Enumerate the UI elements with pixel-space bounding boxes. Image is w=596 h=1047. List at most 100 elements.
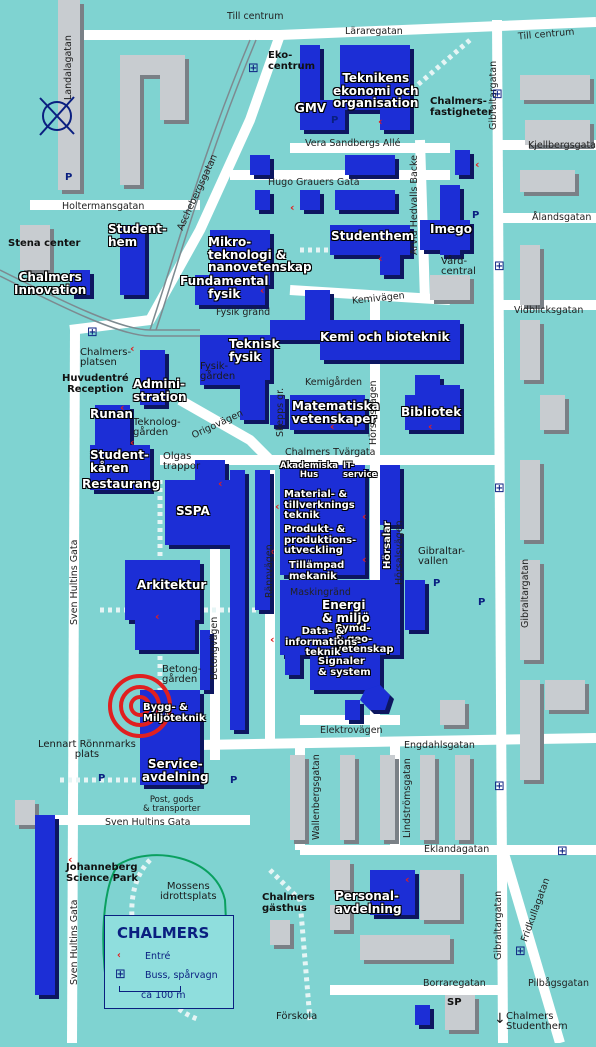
svg-text:‹: ‹ [405,873,410,886]
street-pilbagsgatan: Pilbågsgatan [528,978,590,989]
parking-marker: P [331,115,339,126]
building-restaurang[interactable]: Restaurang [82,477,161,491]
street-skepps-gr: Skepps gr. [275,387,286,437]
entrance-markers: ‹ ‹ ‹ ‹ ‹ ‹ ‹ ‹ ‹ ‹ ‹ ‹ ‹ ‹ ‹ ‹ ‹ ‹ ‹ ‹ … [68,115,480,886]
street-kemigarden: Kemigården [305,377,362,388]
building-studenthem-left[interactable]: Student- hem [108,222,167,249]
building-stena-center[interactable]: Stena center [8,238,81,249]
building-gmv[interactable]: GMV [295,101,327,115]
bus-tram-stop-icon: ⊞ [515,944,526,959]
svg-text:‹: ‹ [260,284,265,297]
street-wallenbergsgatan: Wallenbergsgatan [311,754,322,840]
street-sven-hultins-left: Sven Hultins Gata [69,539,80,625]
bus-tram-stop-icon: ⊞ [494,259,505,274]
svg-text:‹: ‹ [270,633,275,646]
tram-tracks [0,39,257,337]
building-rymd[interactable]: Rymd- & geo- vetenskap [335,623,394,655]
street-gibraltargatan-mid: Gibraltargatan [520,558,531,628]
place-lennart-ronnmarks: Lennart Rönnmarks plats [38,739,136,760]
building-teknikens-ekonomi[interactable]: Teknikens ekonomi och organisation [333,71,419,111]
place-teknologgarden: Teknolog- gården [133,417,181,438]
scale-bar [119,986,181,992]
street-eklandagatan: Eklandagatan [424,844,490,855]
place-gibraltarvallen: Gibraltar- vallen [418,546,466,567]
svg-text:‹: ‹ [150,477,155,490]
svg-text:‹: ‹ [120,401,125,414]
building-energi-miljo[interactable]: Energi & miljö [322,598,370,625]
building-mikroteknologi[interactable]: Mikro- teknologi & nanovetenskap [208,235,312,275]
building-runan[interactable]: Runan [90,407,133,421]
building-chalmersfastigheter[interactable]: Chalmers- fastigheter [430,96,493,118]
road-sven-hultins-left [67,329,80,1044]
svg-text:‹: ‹ [155,610,160,623]
road-aschebergsgatan [69,33,285,335]
building-signaler[interactable]: Signaler & system [318,656,371,678]
street-sven-hultins-left2: Sven Hultins Gata [69,899,80,985]
building-imego[interactable]: Imego [430,222,472,236]
place-vardcentral: Vård- central [441,256,476,277]
parking-marker: P [478,597,486,608]
street-fysikgrand: Fysik gränd [216,307,271,318]
building-gasthus[interactable]: Chalmers gästhus [262,892,315,914]
chalmers-buildings [35,45,470,1025]
street-alandsgatan: Ålandsgatan [532,212,592,223]
street-engdahlsgatan: Engdahlsgatan [404,740,475,751]
building-chalmers-innovation[interactable]: Chalmers Innovation [14,270,87,297]
building-sp[interactable]: SP [447,997,462,1008]
legend-title: CHALMERS [117,924,210,942]
building-johanneberg[interactable]: Johanneberg Science Park [66,862,139,884]
svg-text:‹: ‹ [130,436,135,449]
building-produkt[interactable]: Produkt- & produktions- utveckling [284,524,357,556]
building-bibliotek[interactable]: Bibliotek [401,405,462,419]
building-ekocentrum[interactable]: Eko- centrum [268,50,316,72]
parking-marker: P [433,578,441,589]
street-lindstromsgatan: Lindströmsgatan [402,758,413,838]
building-horsalar[interactable]: Hörsalar [382,521,393,569]
street-vera-sandbergs: Vera Sandbergs Allé [305,138,401,149]
building-akademiska-hus[interactable]: Akademiska Hus [280,461,339,480]
street-rannvagen: Rännvägen [264,544,275,598]
building-matematiska[interactable]: Matematiska vetenskaper [292,399,380,426]
street-vidblicksgatan: Vidblicksgatan [514,305,584,316]
svg-text:‹: ‹ [68,853,73,866]
building-tillampad-mekanik[interactable]: Tillämpad mekanik [289,560,345,582]
legend-scale: ca 100 m [141,990,186,1001]
svg-text:‹: ‹ [378,115,383,128]
bus-tram-stop-icon: ⊞ [494,481,505,496]
map-legend: CHALMERS ‹ Entré ⊞ Buss, spårvagn ca 100… [104,915,234,1009]
building-sspa[interactable]: SSPA [176,504,210,518]
building-studenthem-right[interactable]: Studenthem [331,229,415,243]
building-huvudentre[interactable]: Huvudentré Reception [62,373,129,395]
building-kemi-bioteknik[interactable]: Kemi och bioteknik [320,330,450,344]
place-post: Post, gods & transporter [143,795,201,814]
location-target [108,674,172,738]
street-hugo-grauers: Hugo Grauers Gata [268,177,360,188]
bus-tram-stop-icon: ⊞ [115,967,126,982]
building-service[interactable]: Service- avdelning [142,757,209,784]
street-gibraltargatan-bottom: Gibraltargatan [493,890,504,960]
svg-text:‹: ‹ [330,420,335,433]
place-betonggarden: Betong- gården [162,664,202,685]
building-fundamental-fysik[interactable]: Fundamental fysik [180,274,269,301]
svg-text:‹: ‹ [378,252,383,265]
building-data-info[interactable]: Data- & informations- teknik [285,626,362,658]
building-bygg-miljo[interactable]: Bygg- & Miljöteknik [143,702,206,724]
building-material[interactable]: Material- & tillverknings teknik [284,489,355,521]
building-teknisk-fysik[interactable]: Teknisk fysik [229,337,280,364]
parking-marker: P [98,773,106,784]
building-arkitektur[interactable]: Arkitektur [137,578,207,592]
place-olgas-trappor: Olgas trappor [163,451,201,472]
road-origovagen [177,395,274,464]
building-personalavdelning[interactable]: Personal- avdelning [335,889,402,916]
building-administration[interactable]: Admini- stration [133,377,187,404]
parking-marker: P [230,775,238,786]
bus-tram-stop-icon: ⊞ [87,325,98,340]
building-it-service[interactable]: IT- service [343,461,378,480]
svg-text:‹: ‹ [140,580,145,593]
bus-tram-stop-icon: ⊞ [492,87,503,102]
building-studentkaren[interactable]: Student- kåren [90,448,149,475]
street-hoersalsvagen-mid: Hörsalsvägen [394,520,405,585]
place-mossens: Mossens idrottsplats [160,881,217,902]
bus-tram-stop-icon: ⊞ [248,61,259,76]
